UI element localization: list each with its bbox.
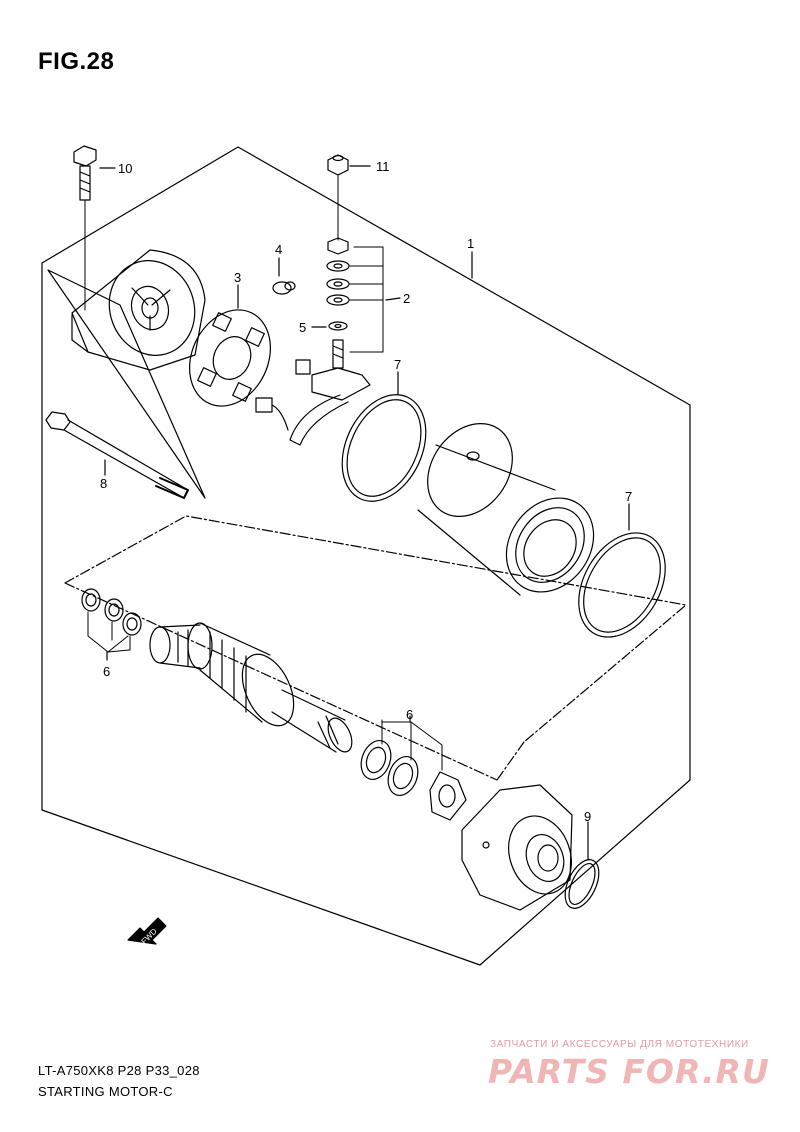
shims-right xyxy=(360,740,467,821)
callout-3: 3 xyxy=(234,270,241,285)
shims-left xyxy=(81,588,142,636)
terminal-bolt-brush-plate xyxy=(255,339,371,446)
armature xyxy=(149,622,353,753)
callout-6-right: 6 xyxy=(406,707,413,722)
front-housing xyxy=(461,784,573,911)
callout-8: 8 xyxy=(100,476,107,491)
callout-11: 11 xyxy=(376,159,390,174)
callout-5: 5 xyxy=(299,320,306,335)
o-ring-lower xyxy=(578,532,666,638)
terminal-washers xyxy=(326,237,350,331)
motor-yoke xyxy=(417,423,595,596)
o-ring-upper xyxy=(341,394,427,502)
callout-10: 10 xyxy=(118,161,132,176)
diagram-name: STARTING MOTOR-C xyxy=(38,1084,173,1099)
assembly-outline xyxy=(41,146,691,966)
watermark-logo: PARTS FOR.RU xyxy=(488,1052,770,1091)
armature-group-outline xyxy=(64,515,687,781)
callout-7-upper: 7 xyxy=(394,357,401,372)
bolt-10 xyxy=(73,145,97,311)
callout-4: 4 xyxy=(275,242,282,257)
bolt-guide-lines xyxy=(47,269,206,499)
rear-end-cover xyxy=(71,249,206,371)
callout-7-lower: 7 xyxy=(625,489,632,504)
callout-1: 1 xyxy=(467,236,474,251)
fwd-arrow xyxy=(127,917,167,945)
brush-spring xyxy=(272,281,296,295)
callout-6-left: 6 xyxy=(103,664,110,679)
terminal-nut-11 xyxy=(327,154,349,176)
figure-title: FIG.28 xyxy=(38,48,115,75)
through-bolt xyxy=(45,411,189,499)
brush-holder xyxy=(188,309,272,407)
watermark-subtitle: ЗАПЧАСТИ И АКСЕССУАРЫ ДЛЯ МОТОТЕХНИКИ xyxy=(490,1039,749,1050)
model-code: LT-A750XK8 P28 P33_028 xyxy=(38,1063,200,1078)
o-ring-front xyxy=(564,859,600,909)
callout-9: 9 xyxy=(584,809,591,824)
callout-2: 2 xyxy=(403,291,410,306)
